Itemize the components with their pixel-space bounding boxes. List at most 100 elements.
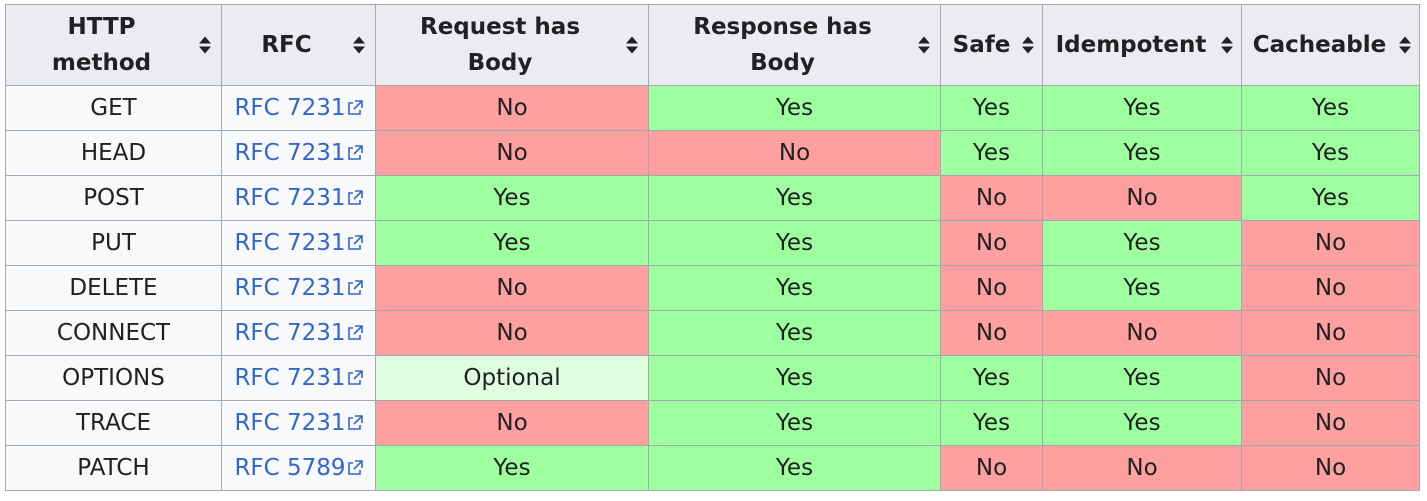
sort-arrows-icon[interactable] [918,36,930,54]
request-body-cell: No [375,85,649,131]
column-header-safe[interactable]: Safe [940,4,1043,86]
request-body-cell: No [375,400,649,446]
rfc-link-text: RFC 7231 [234,365,346,391]
response-body-cell: Yes [648,355,941,401]
rfc-link[interactable]: RFC 7231 [234,365,363,391]
cacheable-cell: No [1241,265,1420,311]
method-cell: PATCH [5,445,222,491]
rfc-cell: RFC 7231 [221,220,376,266]
method-cell: HEAD [5,130,222,176]
rfc-link-text: RFC 7231 [234,275,346,301]
response-body-cell: Yes [648,85,941,131]
rfc-cell: RFC 7231 [221,85,376,131]
response-body-cell: Yes [648,310,941,356]
column-header-cacheable[interactable]: Cacheable [1241,4,1420,86]
cacheable-cell: No [1241,310,1420,356]
column-header-idempotent[interactable]: Idempotent [1042,4,1242,86]
column-header-line1: HTTP [67,14,136,40]
rfc-link[interactable]: RFC 5789 [234,455,363,481]
rfc-cell: RFC 7231 [221,175,376,221]
idempotent-cell: No [1042,445,1242,491]
column-header-line2: method [51,50,152,76]
external-link-icon [347,235,363,250]
external-link-icon [347,100,363,115]
request-body-cell: Yes [375,445,649,491]
column-header-rfc[interactable]: RFC [221,4,376,86]
idempotent-cell: Yes [1042,400,1242,446]
request-body-cell: Yes [375,175,649,221]
cacheable-cell: No [1241,400,1420,446]
safe-cell: Yes [940,130,1043,176]
sort-arrows-icon[interactable] [199,36,211,54]
response-body-cell: Yes [648,445,941,491]
request-body-cell: Yes [375,220,649,266]
rfc-link[interactable]: RFC 7231 [234,275,363,301]
rfc-link[interactable]: RFC 7231 [234,140,363,166]
column-header-line1: Idempotent [1055,32,1207,58]
rfc-link-text: RFC 7231 [234,230,346,256]
idempotent-cell: Yes [1042,130,1242,176]
column-header-line1: Cacheable [1252,32,1387,58]
rfc-link[interactable]: RFC 7231 [234,230,363,256]
response-body-cell: Yes [648,175,941,221]
cacheable-cell: No [1241,220,1420,266]
external-link-icon [347,145,363,160]
column-header-line1: Request has [419,14,581,40]
rfc-link[interactable]: RFC 7231 [234,95,363,121]
rfc-link-text: RFC 7231 [234,320,346,346]
safe-cell: No [940,220,1043,266]
sort-arrows-icon[interactable] [1399,36,1411,54]
rfc-link[interactable]: RFC 7231 [234,320,363,346]
safe-cell: Yes [940,85,1043,131]
idempotent-cell: Yes [1042,355,1242,401]
rfc-link-text: RFC 7231 [234,410,346,436]
safe-cell: Yes [940,355,1043,401]
rfc-cell: RFC 7231 [221,265,376,311]
sort-arrows-icon[interactable] [1022,36,1034,54]
request-body-cell: No [375,265,649,311]
rfc-link[interactable]: RFC 7231 [234,185,363,211]
rfc-link-text: RFC 7231 [234,140,346,166]
method-cell: GET [5,85,222,131]
sort-arrows-icon[interactable] [353,36,365,54]
cacheable-cell: No [1241,445,1420,491]
external-link-icon [347,415,363,430]
safe-cell: Yes [940,400,1043,446]
request-body-cell: Optional [375,355,649,401]
column-header-line2: Body [467,50,533,76]
column-header-line2: Body [750,50,815,76]
cacheable-cell: No [1241,355,1420,401]
sort-arrows-icon[interactable] [1221,36,1233,54]
method-cell: TRACE [5,400,222,446]
idempotent-cell: Yes [1042,220,1242,266]
rfc-link[interactable]: RFC 7231 [234,410,363,436]
cacheable-cell: Yes [1241,175,1420,221]
external-link-icon [347,280,363,295]
idempotent-cell: No [1042,175,1242,221]
sort-arrows-icon[interactable] [626,36,638,54]
external-link-icon [347,370,363,385]
method-cell: DELETE [5,265,222,311]
external-link-icon [347,190,363,205]
idempotent-cell: No [1042,310,1242,356]
rfc-cell: RFC 7231 [221,310,376,356]
column-header-line1: Response has [693,14,872,40]
idempotent-cell: Yes [1042,85,1242,131]
rfc-cell: RFC 7231 [221,400,376,446]
rfc-link-text: RFC 7231 [234,95,346,121]
response-body-cell: Yes [648,220,941,266]
safe-cell: No [940,310,1043,356]
column-header-http-method[interactable]: HTTP method [5,4,222,86]
